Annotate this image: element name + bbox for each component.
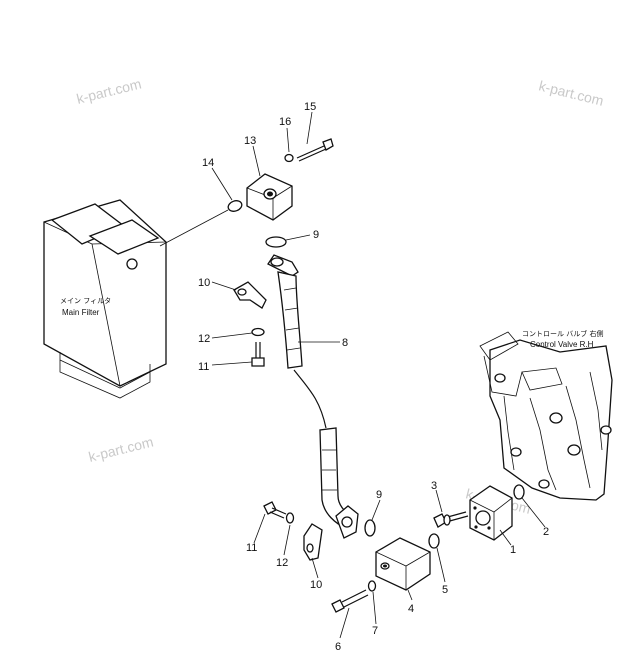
o-ring-2 [513, 484, 525, 500]
callout-11-lower: 11 [246, 542, 257, 554]
callout-3: 3 [431, 480, 437, 492]
watermark: k-part.com [537, 77, 605, 109]
callout-12-lower: 12 [276, 557, 288, 569]
callout-7: 7 [372, 625, 378, 637]
callout-5: 5 [442, 584, 448, 596]
callout-9-upper: 9 [313, 229, 319, 241]
leader-filter [159, 209, 229, 247]
callout-11-upper: 11 [198, 361, 209, 373]
clamp-10-upper [233, 281, 267, 309]
flange-13 [246, 173, 293, 221]
main-filter-en-label: Main Filter [62, 308, 100, 317]
main-filter: メイン フィルタ Main Filter [43, 199, 167, 399]
bolt-11-upper [251, 342, 265, 367]
clamp-10-lower [303, 523, 323, 561]
watermark: k-part.com [75, 75, 143, 107]
callout-9-lower: 9 [376, 489, 382, 501]
callout-1: 1 [510, 544, 516, 556]
bolt-3 [433, 511, 469, 528]
washer-16 [284, 153, 294, 163]
main-filter-jp-label: メイン フィルタ [60, 296, 111, 305]
bolt-6 [331, 589, 369, 613]
callout-15: 15 [304, 101, 316, 113]
callout-12-upper: 12 [198, 333, 210, 345]
callout-10-upper: 10 [198, 277, 210, 289]
washer-12-lower [285, 512, 295, 524]
o-ring-5 [428, 533, 440, 549]
washer-12-upper [251, 327, 265, 337]
bolt-11-lower [263, 501, 287, 519]
control-valve-jp-label: コントロール バルブ 右側 [522, 329, 603, 338]
leader-lines [211, 111, 546, 639]
callout-10-lower: 10 [310, 579, 322, 591]
o-ring-9-lower [364, 519, 376, 537]
block-4 [375, 537, 431, 591]
callout-2: 2 [543, 526, 549, 538]
o-ring-9-upper [265, 236, 287, 248]
callout-8: 8 [342, 337, 348, 349]
control-valve: コントロール バルブ 右側 Control Valve R.H [479, 329, 613, 501]
watermark: k-part.com [87, 433, 155, 465]
washer-7 [367, 580, 377, 592]
flange-1 [469, 485, 513, 541]
bolt-15 [296, 138, 334, 162]
hose-8 [267, 254, 359, 539]
control-valve-en-label: Control Valve R.H [530, 340, 594, 349]
callout-6: 6 [335, 641, 341, 651]
callout-16: 16 [279, 116, 291, 128]
callout-14: 14 [202, 157, 214, 169]
callout-13: 13 [244, 135, 256, 147]
callout-4: 4 [408, 603, 414, 615]
o-ring-14 [227, 200, 243, 212]
